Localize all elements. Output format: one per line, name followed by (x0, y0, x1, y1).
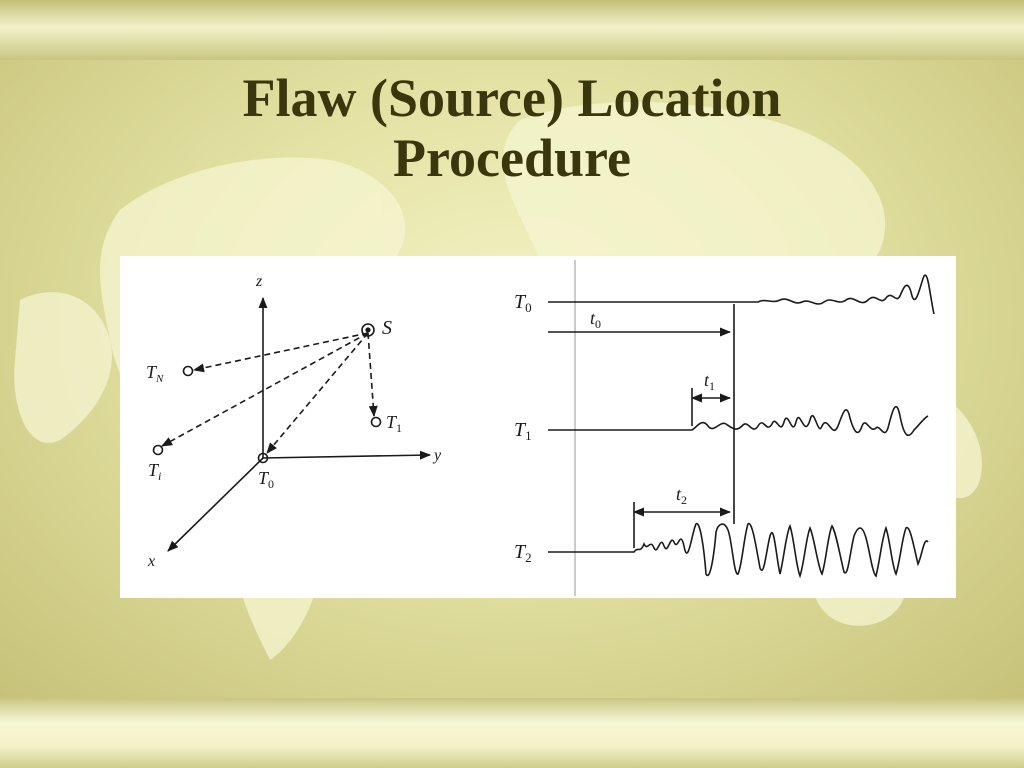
waveform-t1-label: T1 (514, 419, 532, 443)
location-diagram: z y x S T0 T1 TN Ti T0 T1 T2 t0 t1 t2 (120, 256, 956, 598)
waveform-t0 (548, 274, 935, 315)
time-t2-label: t2 (676, 484, 687, 507)
sensor-t1-marker (370, 416, 382, 428)
ray-to-t1 (367, 332, 378, 418)
source-marker (361, 323, 375, 337)
title-line-1: Flaw (Source) Location (242, 68, 782, 128)
sensor-tn-marker (182, 365, 194, 377)
waveform-t2 (548, 523, 929, 579)
sensor-ti-marker (152, 444, 164, 456)
x-axis (167, 457, 264, 552)
diagram-svg: z y x S T0 T1 TN Ti T0 T1 T2 t0 t1 t2 (146, 260, 935, 596)
sensor-ti-label: Ti (148, 460, 161, 483)
sensor-tn-label: TN (146, 362, 164, 385)
bottom-band (0, 698, 1024, 768)
geometry-panel (152, 296, 432, 552)
dashed-rays (161, 332, 378, 454)
time-t1-label: t1 (704, 370, 715, 393)
sensor-t1-label: T1 (386, 412, 402, 435)
source-dot (365, 327, 371, 333)
source-label: S (382, 317, 392, 339)
sensor-t0-marker (257, 452, 269, 464)
waveform-t1 (548, 405, 929, 437)
waveform-t0-label: T0 (514, 291, 532, 315)
time-t0-label: t0 (590, 308, 601, 331)
top-band (0, 0, 1024, 60)
z-axis-label: z (255, 273, 263, 290)
y-axis-label: y (432, 447, 442, 464)
y-axis (262, 450, 432, 460)
ray-to-ti (161, 332, 369, 447)
waveform-panel (548, 274, 935, 579)
slide-title: Flaw (Source) Location Procedure (112, 68, 912, 188)
waveform-t2-label: T2 (514, 541, 532, 565)
ray-to-t0 (266, 332, 369, 454)
title-line-2: Procedure (393, 128, 631, 188)
sensor-t0-label: T0 (258, 468, 274, 491)
x-axis-label: x (147, 553, 155, 570)
